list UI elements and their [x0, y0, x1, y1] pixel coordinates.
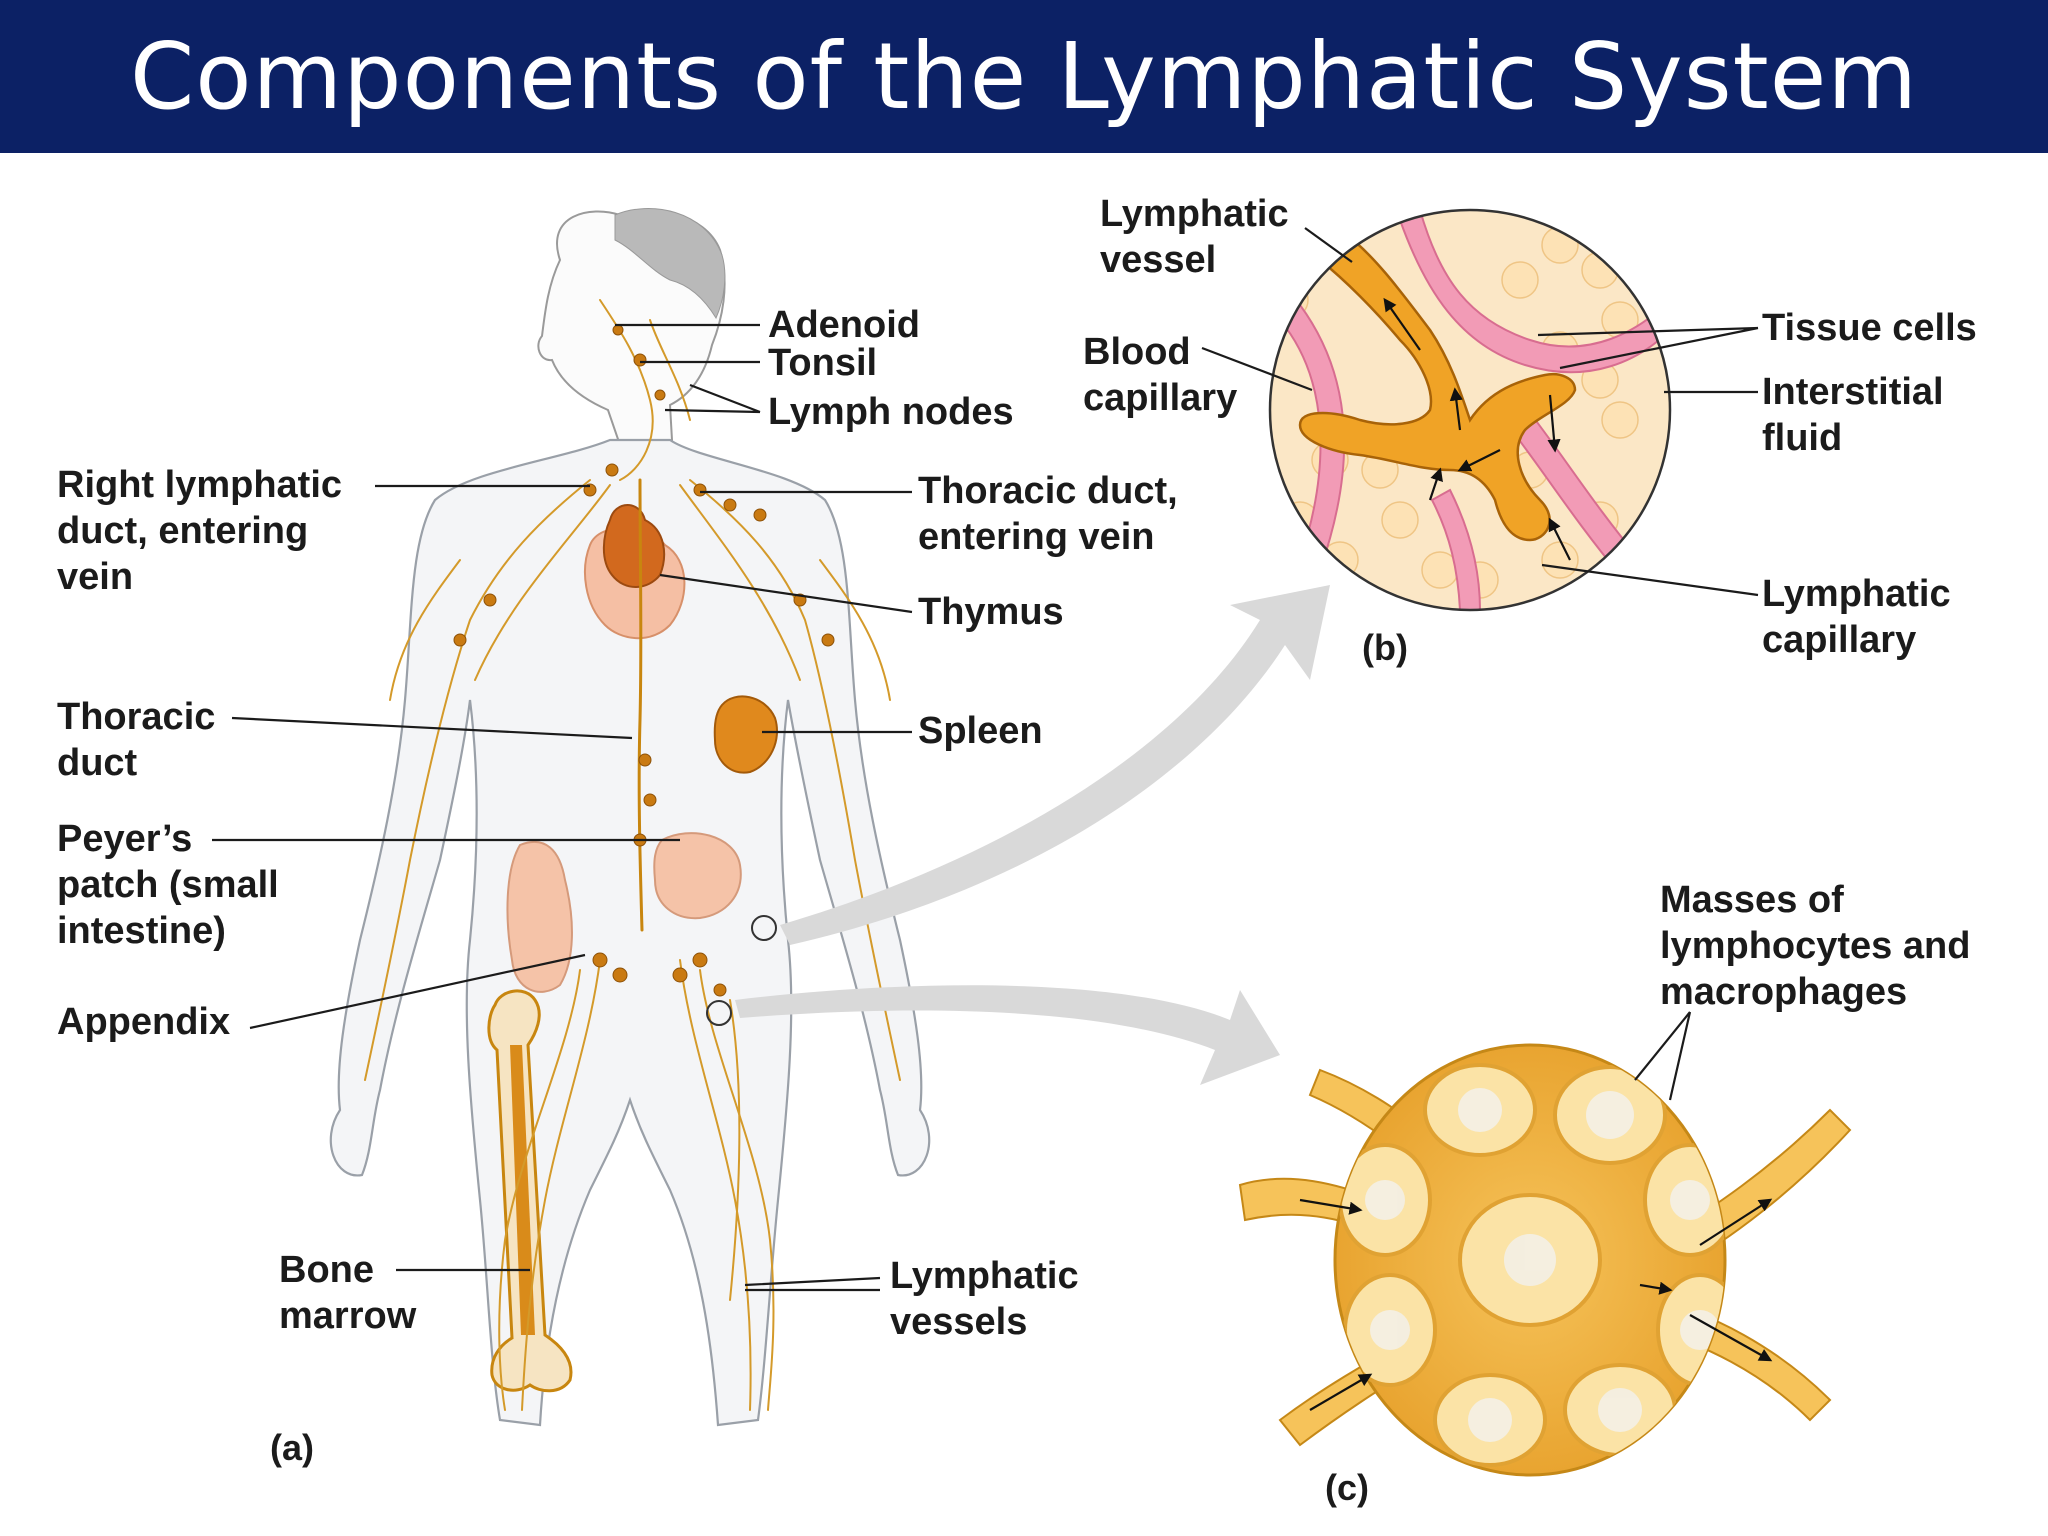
label-tonsil: Tonsil [768, 342, 877, 384]
panel-label-a: (a) [270, 1427, 314, 1468]
label-lymph-nodes: Lymph nodes [768, 391, 1014, 433]
lymphatic-capillary-shape [1298, 227, 1577, 542]
label-right-lymphatic-duct: Right lymphatic duct, entering vein [57, 464, 353, 598]
body-outline [329, 438, 931, 1427]
arrow-to-b [780, 585, 1330, 945]
blood-capillary-4 [1430, 488, 1482, 610]
label-adenoid: Adenoid [768, 304, 920, 346]
labels-panel-b: Lymphatic vessel Blood capillary Tissue … [1083, 193, 1977, 668]
slide-title: Components of the Lymphatic System [130, 23, 1918, 130]
label-lymphatic-vessel: Lymphatic vessel [1100, 193, 1299, 281]
spleen [713, 695, 778, 774]
panel-label-c: (c) [1325, 1467, 1369, 1508]
panel-label-b: (b) [1362, 627, 1408, 668]
bone-marrow-core [510, 1045, 535, 1335]
label-thoracic-duct-entering-vein: Thoracic duct, entering vein [918, 470, 1188, 558]
large-intestine [506, 840, 573, 993]
label-lymphatic-vessels: Lymphatic vessels [890, 1255, 1089, 1343]
panel-a-body [329, 208, 931, 1427]
label-masses: Masses of lymphocytes and macrophages [1660, 879, 1981, 1013]
arrow-to-c [735, 985, 1280, 1085]
label-thoracic-duct: Thoracic duct [57, 696, 226, 784]
labels-panel-c: Masses of lymphocytes and macrophages (c… [1325, 879, 1981, 1508]
label-bone-marrow: Bone marrow [279, 1249, 417, 1337]
label-thymus: Thymus [918, 591, 1064, 633]
body-hair [614, 208, 726, 320]
label-interstitial-fluid: Interstitial fluid [1762, 371, 1954, 459]
label-lymphatic-capillary: Lymphatic capillary [1762, 573, 1961, 661]
label-peyers-patch: Peyer’s patch (small intestine) [57, 818, 289, 952]
title-bar: Components of the Lymphatic System [0, 0, 2048, 153]
panel-c-lymph-node [1238, 1043, 1852, 1477]
panel-b-capillary-bed [1268, 208, 1672, 612]
small-intestine [653, 832, 742, 920]
femur-bone [487, 989, 573, 1393]
label-tissue-cells: Tissue cells [1762, 307, 1977, 349]
thoracic-duct-vessel [637, 478, 644, 932]
lymph-node-follicles [1338, 1063, 1725, 1467]
leader-lines [212, 227, 1759, 1292]
panel-b-border [1268, 208, 1672, 612]
label-appendix: Appendix [57, 1001, 230, 1043]
vessel-network [364, 299, 901, 1411]
label-spleen: Spleen [918, 710, 1043, 752]
labels-panel-a: Adenoid Tonsil Lymph nodes Right lymphat… [57, 304, 1188, 1468]
callout-circle-node [706, 1000, 732, 1026]
callout-circle-capillary [751, 915, 777, 941]
label-blood-capillary: Blood capillary [1083, 331, 1237, 419]
